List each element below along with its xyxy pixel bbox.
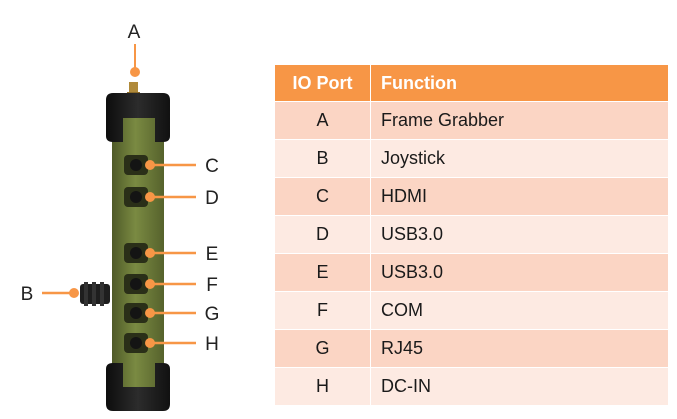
table-row: A Frame Grabber (275, 101, 668, 139)
port-socket-e (124, 243, 148, 263)
port-cell: F (275, 291, 371, 329)
table-row: F COM (275, 291, 668, 329)
table-row: B Joystick (275, 139, 668, 177)
callout-g (145, 308, 196, 318)
function-cell: USB3.0 (371, 215, 668, 253)
function-cell: Joystick (371, 139, 668, 177)
table-header-row: IO Port Function (275, 65, 668, 101)
joystick-connector (80, 282, 110, 306)
callout-label-b: B (21, 284, 34, 305)
callout-b (42, 288, 79, 298)
table-row: C HDMI (275, 177, 668, 215)
io-port-table: IO Port Function A Frame Grabber B Joyst… (275, 65, 668, 405)
port-cell: H (275, 367, 371, 405)
port-cell: A (275, 101, 371, 139)
callout-label-h: H (205, 334, 219, 355)
callout-h (145, 338, 196, 348)
port-socket-d (124, 187, 148, 207)
header-function: Function (371, 65, 668, 101)
callout-e (145, 248, 196, 258)
port-socket-f (124, 274, 148, 294)
port-socket-c (124, 155, 148, 175)
port-cell: C (275, 177, 371, 215)
callout-f (145, 279, 196, 289)
table-row: H DC-IN (275, 367, 668, 405)
function-cell: HDMI (371, 177, 668, 215)
header-io-port: IO Port (275, 65, 371, 101)
function-cell: DC-IN (371, 367, 668, 405)
function-cell: Frame Grabber (371, 101, 668, 139)
bottom-bumper (106, 363, 170, 411)
callout-c (145, 160, 196, 170)
port-cell: E (275, 253, 371, 291)
callout-label-d: D (205, 188, 219, 209)
port-socket-g (124, 303, 148, 323)
callout-label-e: E (206, 244, 219, 265)
function-cell: COM (371, 291, 668, 329)
port-cell: D (275, 215, 371, 253)
callout-label-c: C (205, 156, 219, 177)
callout-a (130, 44, 140, 77)
table-row: G RJ45 (275, 329, 668, 367)
callout-label-g: G (205, 304, 220, 325)
port-cell: B (275, 139, 371, 177)
function-cell: USB3.0 (371, 253, 668, 291)
top-bumper (106, 93, 170, 142)
table-row: D USB3.0 (275, 215, 668, 253)
callout-label-a: A (128, 22, 141, 43)
callout-label-f: F (206, 275, 218, 296)
callout-d (145, 192, 196, 202)
function-cell: RJ45 (371, 329, 668, 367)
table-row: E USB3.0 (275, 253, 668, 291)
port-cell: G (275, 329, 371, 367)
port-socket-h (124, 333, 148, 353)
